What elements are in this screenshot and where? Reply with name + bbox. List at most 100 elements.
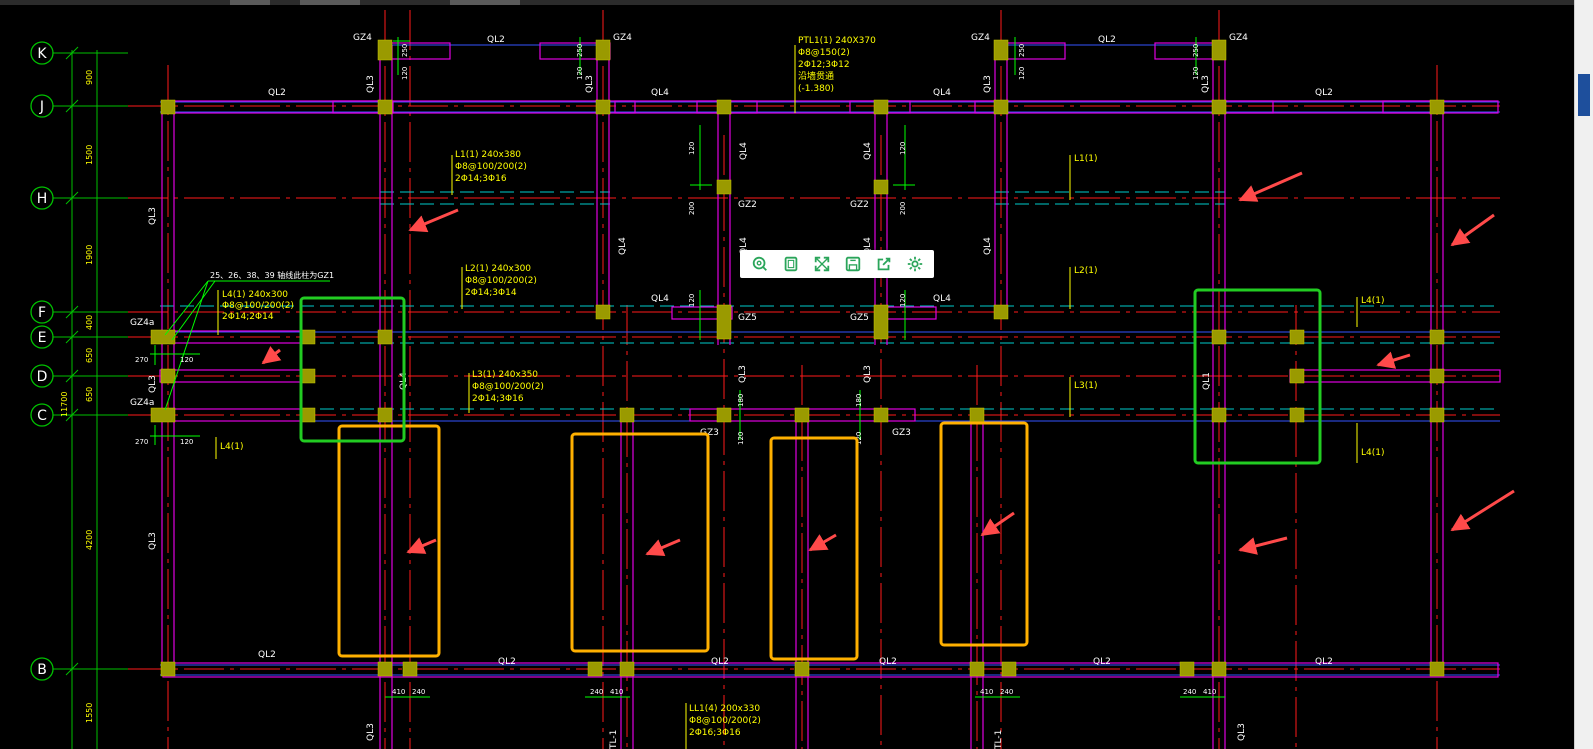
dim-250-2: 250	[576, 44, 584, 57]
dim-120-12: 120	[855, 432, 863, 445]
label-gz5-2: GZ5	[850, 313, 869, 323]
dim-400: 400	[85, 315, 94, 330]
dim-240-3: 240	[1000, 688, 1013, 696]
dim-1500: 1500	[85, 145, 94, 165]
ll1-line-3: 2Φ16;3Φ16	[689, 728, 741, 738]
axis-bubbles	[30, 41, 54, 681]
l1-line-3: 2Φ14;3Φ16	[455, 174, 507, 184]
dim-900: 900	[85, 70, 94, 85]
label-ql3-11: QL3	[1237, 723, 1247, 741]
l4-line-2: Φ8@100/200(2)	[222, 301, 294, 311]
settings-icon	[907, 256, 922, 272]
label-l1: L1(1)	[1074, 154, 1098, 164]
ptl1-line-5: (-1.380)	[798, 84, 834, 94]
label-tl-1: TL-1	[609, 730, 619, 749]
ptl1-line-1: PTL1(1) 240X370	[798, 36, 876, 46]
label-gz4-4: GZ4	[1229, 33, 1248, 43]
fit-page-icon	[784, 256, 797, 272]
red-arrows	[261, 171, 1515, 556]
label-ql2-5: QL2	[258, 650, 276, 660]
label-ql4-3: QL4	[651, 294, 669, 304]
dim-120-9: 120	[180, 356, 193, 364]
dim-120-4: 120	[1192, 67, 1200, 80]
scrollbar-thumb[interactable]	[1578, 74, 1590, 116]
label-gz3-2: GZ3	[892, 428, 911, 438]
axis-label-h: H	[37, 191, 48, 207]
label-ql3-1: QL3	[366, 75, 376, 93]
red-arrow-5	[1376, 351, 1411, 369]
fit-page-button[interactable]	[780, 253, 802, 275]
dim-1550: 1550	[85, 703, 94, 723]
dim-270-2: 270	[135, 438, 148, 446]
red-arrow-1	[408, 208, 459, 233]
label-ql3-7: QL3	[148, 532, 158, 550]
label-ql4-8: QL4	[863, 237, 873, 255]
dim-total: 11700	[60, 392, 69, 417]
label-ql3-6: QL3	[148, 375, 158, 393]
l2-line-2: Φ8@100/200(2)	[465, 276, 537, 286]
l3-line-3: 2Φ14;3Φ16	[472, 394, 524, 404]
label-gz5-1: GZ5	[738, 313, 757, 323]
label-ql3-4: QL3	[1201, 75, 1211, 93]
label-ql2-9: QL2	[1093, 657, 1111, 667]
share-button[interactable]	[873, 253, 895, 275]
dim-120-11: 120	[737, 432, 745, 445]
dim-120-1: 120	[401, 67, 409, 80]
dim-650a: 650	[85, 348, 94, 363]
axis-label-k: K	[37, 46, 47, 62]
vertical-scrollbar[interactable]	[1574, 0, 1593, 749]
label-ql2-3: QL2	[268, 88, 286, 98]
label-ql2-8: QL2	[879, 657, 897, 667]
settings-button[interactable]	[904, 253, 926, 275]
ptl1-line-4: 沿墙贯通	[798, 70, 834, 82]
l1-line-1: L1(1) 240x380	[455, 150, 521, 160]
label-ql2-10: QL2	[1315, 657, 1333, 667]
l3-line-2: Φ8@100/200(2)	[472, 382, 544, 392]
zoom-search-button[interactable]	[749, 253, 771, 275]
label-gz4-1: GZ4	[353, 33, 372, 43]
red-arrow-11	[1450, 489, 1515, 532]
dim-120-8: 120	[899, 294, 907, 307]
label-ql4-10: QL4	[983, 237, 993, 255]
fullscreen-button[interactable]	[811, 253, 833, 275]
label-ql4-5: QL4	[739, 142, 749, 160]
save-icon	[845, 256, 860, 272]
label-gz4a-2: GZ4a	[130, 398, 154, 408]
dim-240-2: 240	[590, 688, 603, 696]
label-ql3-10: QL3	[366, 723, 376, 741]
ptl1-line-2: Φ8@150(2)	[798, 48, 850, 58]
zoom-search-icon	[752, 256, 767, 271]
red-arrow-3	[1450, 213, 1495, 247]
fullscreen-icon	[814, 256, 829, 272]
label-ql2-2: QL2	[1098, 35, 1116, 45]
l4-line-3: 2Φ14;2Φ14	[222, 312, 274, 322]
dim-250-1: 250	[401, 44, 409, 57]
red-arrow-9	[980, 511, 1015, 537]
save-button[interactable]	[842, 253, 864, 275]
label-l2: L2(1)	[1074, 266, 1098, 276]
dim-120-7: 120	[688, 294, 696, 307]
dim-410-4: 410	[1203, 688, 1216, 696]
dim-200-1: 200	[688, 202, 696, 215]
dim-200-2: 200	[899, 202, 907, 215]
dim-410-2: 410	[610, 688, 623, 696]
axis-note-leaders	[164, 280, 330, 411]
cad-drawing-canvas[interactable]: K J H F E D C B 900 1500 1900 400 650 65…	[0, 5, 1575, 749]
dim-120-10: 120	[180, 438, 193, 446]
dim-ticks	[150, 37, 1225, 698]
red-arrow-7	[645, 538, 681, 556]
label-gz3-1: GZ3	[700, 428, 719, 438]
dim-4200: 4200	[85, 530, 94, 550]
l2-line-3: 2Φ14;3Φ14	[465, 288, 517, 298]
label-ql3-3: QL3	[983, 75, 993, 93]
dim-120-5: 120	[688, 142, 696, 155]
dim-250-3: 250	[1018, 44, 1026, 57]
label-l4-2: L4(1)	[1361, 448, 1385, 458]
label-ql3-5: QL3	[148, 207, 158, 225]
label-ql4-9: QL4	[618, 237, 628, 255]
walls	[159, 42, 1501, 749]
label-ql4-7: QL4	[739, 237, 749, 255]
columns	[150, 39, 1445, 677]
label-ql1: QL1	[1202, 372, 1212, 390]
